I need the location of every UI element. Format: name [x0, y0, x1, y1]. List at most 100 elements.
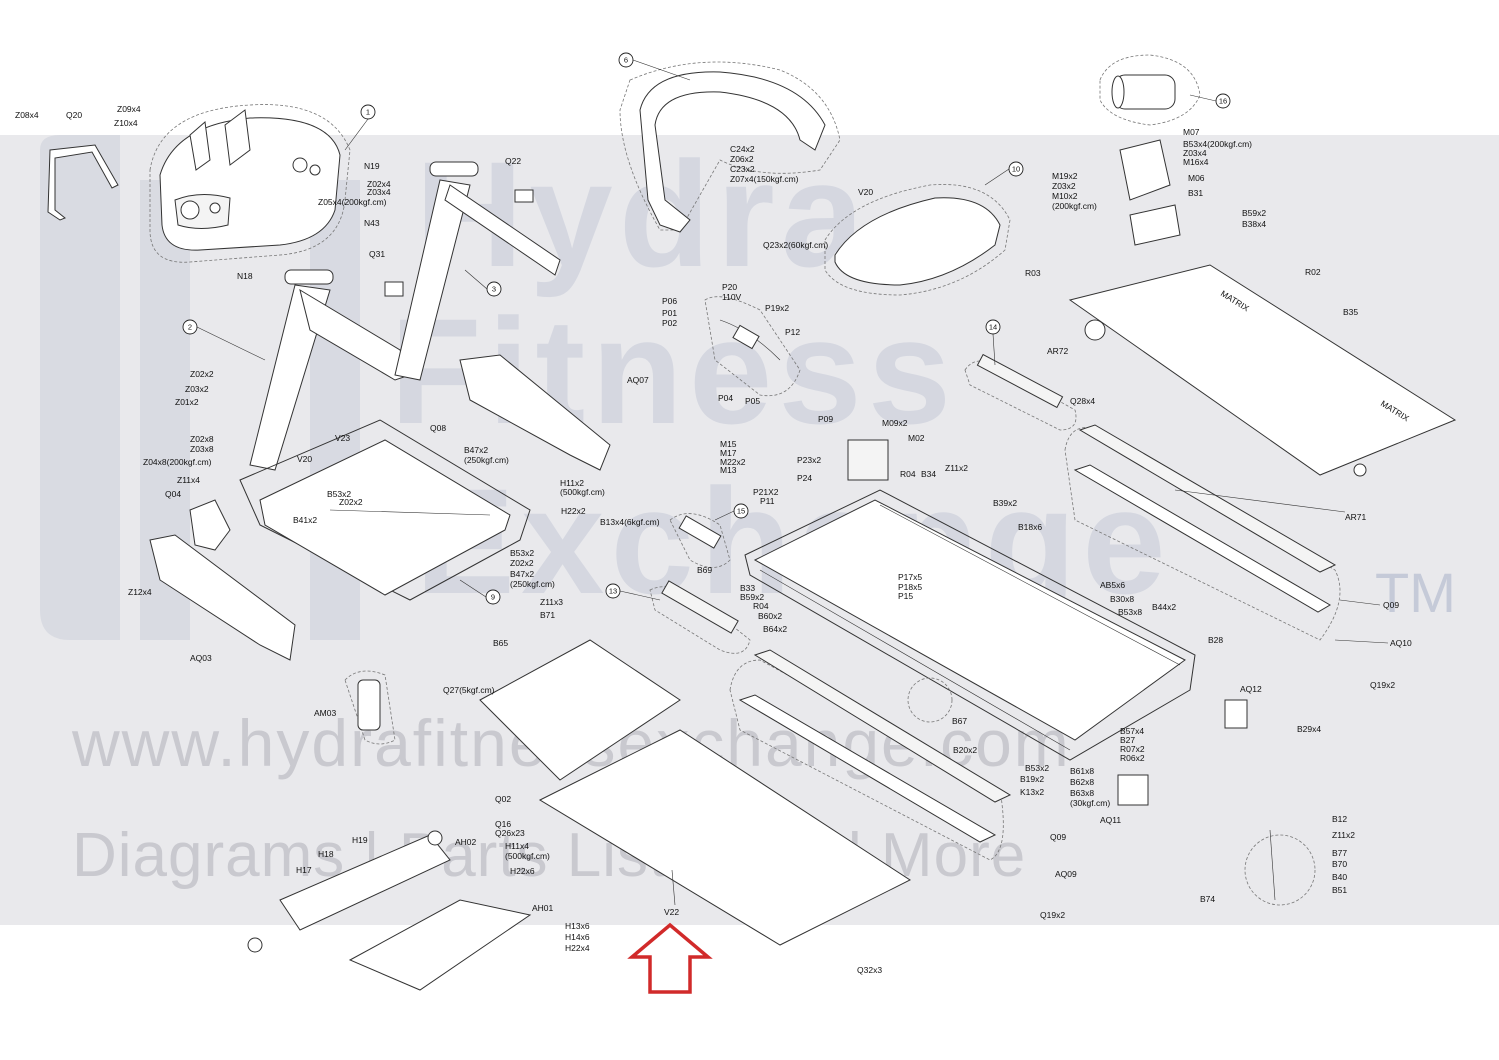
label-h11x2-sub: (500kgf.cm)	[560, 487, 605, 497]
motor-bracket-m06	[1119, 139, 1181, 246]
label-b71: B71	[540, 610, 555, 620]
callout-6: 6	[618, 52, 634, 68]
label-p12: P12	[785, 327, 800, 337]
motor-hood-10	[824, 184, 1011, 296]
label-m13: M13	[720, 465, 737, 475]
label-m02: M02	[908, 433, 925, 443]
bracket-q04	[189, 499, 231, 551]
label-h22x2: H22x2	[561, 506, 586, 516]
label-h11x4: H11x4	[505, 841, 529, 851]
label-q31: Q31	[369, 249, 385, 259]
callout-14: 14	[985, 319, 1001, 335]
label-b62x8: B62x8	[1070, 777, 1094, 787]
label-b47x2-a-sub: (250kgf.cm)	[464, 455, 509, 465]
label-b74: B74	[1200, 894, 1215, 904]
label-p05: P05	[745, 396, 760, 406]
label-m15: M15	[720, 439, 737, 449]
label-aq03: AQ03	[190, 653, 212, 663]
label-r04-b: R04	[753, 601, 769, 611]
wiring-p	[704, 296, 801, 397]
label-q09: Q09	[1383, 600, 1399, 610]
callout-1: 1	[360, 104, 376, 120]
label-q16: Q16	[495, 819, 511, 829]
label-b47x2-b: B47x2	[510, 569, 534, 579]
label-q23x2: Q23x2(60kgf.cm)	[763, 240, 828, 250]
label-b77: B77	[1332, 848, 1347, 858]
cover-q31	[384, 281, 404, 297]
label-z02x2-b: Z02x2	[339, 497, 363, 507]
label-h22x6: H22x6	[510, 866, 535, 876]
label-ab5x6: AB5x6	[1100, 580, 1125, 590]
label-b13x4: B13x4(6kgf.cm)	[600, 517, 660, 527]
label-z03x8: Z03x8	[190, 444, 214, 454]
label-p20-sub: 110V	[722, 292, 742, 302]
label-b30x8: B30x8	[1110, 594, 1134, 604]
svg-text:14: 14	[989, 323, 997, 332]
callout-2: 2	[182, 319, 198, 335]
label-n19: N19	[364, 161, 380, 171]
label-b69: B69	[697, 565, 712, 575]
label-b19x2: B19x2	[1020, 774, 1044, 784]
label-c23x2: C23x2	[730, 164, 755, 174]
label-aq09: AQ09	[1055, 869, 1077, 879]
label-h11x2: H11x2	[560, 478, 584, 488]
label-b12: B12	[1332, 814, 1347, 824]
label-m07: M07	[1183, 127, 1200, 137]
label-z04x8: Z04x8(200kgf.cm)	[143, 457, 212, 467]
label-b53x2-b: B53x2	[510, 548, 534, 558]
label-p17x5: P17x5	[898, 572, 922, 582]
label-z02x4: Z02x4	[367, 179, 391, 189]
label-q08: Q08	[430, 423, 446, 433]
part-labels: Z08x4 Q20 Z09x4 Z10x4 N19 Z02x4 Z03x4 Z0…	[15, 104, 1412, 975]
label-z05x4: Z05x4(200kgf.cm)	[318, 197, 387, 207]
label-r03: R03	[1025, 268, 1041, 278]
main-frame	[744, 489, 1196, 761]
label-b63x8: B63x8	[1070, 788, 1094, 798]
label-b51: B51	[1332, 885, 1347, 895]
label-b53x2: B53x2	[327, 489, 351, 499]
label-aq10: AQ10	[1390, 638, 1412, 648]
label-b70: B70	[1332, 859, 1347, 869]
upright-left	[249, 284, 411, 471]
label-b27: B27	[1120, 735, 1135, 745]
label-b59x2-b: B59x2	[740, 592, 764, 602]
label-b53x2-c: B53x2	[1025, 763, 1049, 773]
label-z11x2-b: Z11x2	[1332, 830, 1355, 840]
label-m06: M06	[1188, 173, 1205, 183]
label-q19x2-b: Q19x2	[1040, 910, 1065, 920]
label-p21x2: P21X2	[753, 487, 779, 497]
detail-b74	[1244, 829, 1316, 906]
side-rail-q09-upper	[1064, 424, 1341, 641]
callout-3: 3	[486, 281, 502, 297]
side-cover-aq03	[149, 534, 296, 661]
cover-q22	[514, 189, 534, 203]
label-p02: P02	[662, 318, 677, 328]
label-ah01: AH01	[532, 903, 554, 913]
label-b60x2: B60x2	[758, 611, 782, 621]
label-b18x6: B18x6	[1018, 522, 1042, 532]
label-q27: Q27(5kgf.cm)	[443, 685, 495, 695]
label-z07x4: Z07x4(150kgf.cm)	[730, 174, 799, 184]
svg-text:16: 16	[1219, 97, 1227, 106]
label-b29x4: B29x4	[1297, 724, 1321, 734]
foot-aq12	[1224, 699, 1248, 729]
label-b41x2: B41x2	[293, 515, 317, 525]
label-b53x4: B53x4(200kgf.cm)	[1183, 139, 1252, 149]
label-z12x4: Z12x4	[128, 587, 152, 597]
label-v23: V23	[335, 433, 350, 443]
rear-base-h	[247, 830, 532, 991]
label-b47x2-a: B47x2	[464, 445, 488, 455]
label-r06x2: R06x2	[1120, 753, 1145, 763]
label-z01x2: Z01x2	[175, 397, 199, 407]
label-b44x2: B44x2	[1152, 602, 1176, 612]
label-z09x4: Z09x4	[117, 104, 141, 114]
label-r02: R02	[1305, 267, 1321, 277]
label-z03x4: Z03x4	[367, 187, 391, 197]
label-p23x2: P23x2	[797, 455, 821, 465]
drive-motor-16	[1099, 54, 1201, 126]
label-b63x8-sub: (30kgf.cm)	[1070, 798, 1110, 808]
label-b53x8: B53x8	[1118, 607, 1142, 617]
label-h14x6: H14x6	[565, 932, 590, 942]
label-b65: B65	[493, 638, 508, 648]
label-b40: B40	[1332, 872, 1347, 882]
